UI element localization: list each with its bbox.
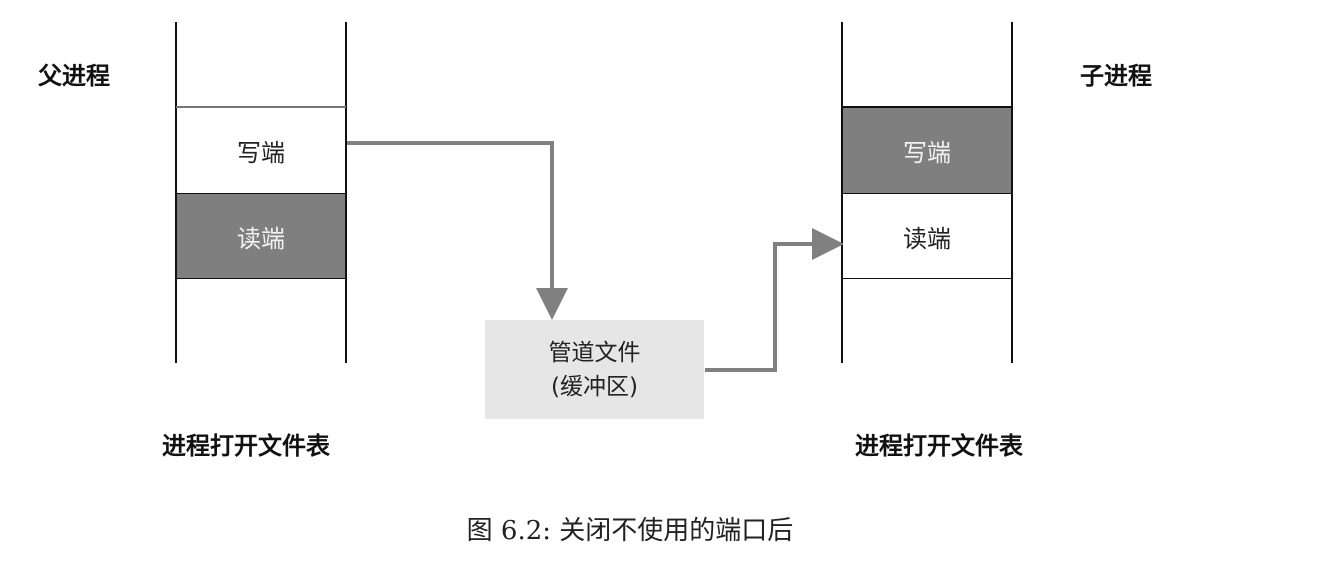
pipe-file-box: 管道文件 (缓冲区)	[485, 320, 704, 419]
child-process-title: 子进程	[1080, 62, 1152, 90]
write-to-pipe-arrow	[347, 141, 568, 320]
parent-table-borders	[175, 22, 347, 363]
pipe-buffer-label: (缓冲区)	[551, 373, 638, 400]
pipe-label: 管道文件	[548, 339, 641, 366]
parent-process-title: 父进程	[38, 62, 110, 90]
figure-caption: 图 6.2: 关闭不使用的端口后	[466, 516, 794, 546]
child-read-end: 读端	[843, 194, 1011, 278]
child-write-end: 写端	[843, 108, 1011, 193]
pipe-to-read-arrow	[705, 228, 844, 372]
parent-write-end: 写端	[177, 108, 345, 193]
child-table-label: 进程打开文件表	[855, 432, 1023, 460]
parent-read-end: 读端	[177, 194, 345, 278]
parent-table-label: 进程打开文件表	[162, 432, 330, 460]
child-table-borders	[841, 22, 1013, 363]
